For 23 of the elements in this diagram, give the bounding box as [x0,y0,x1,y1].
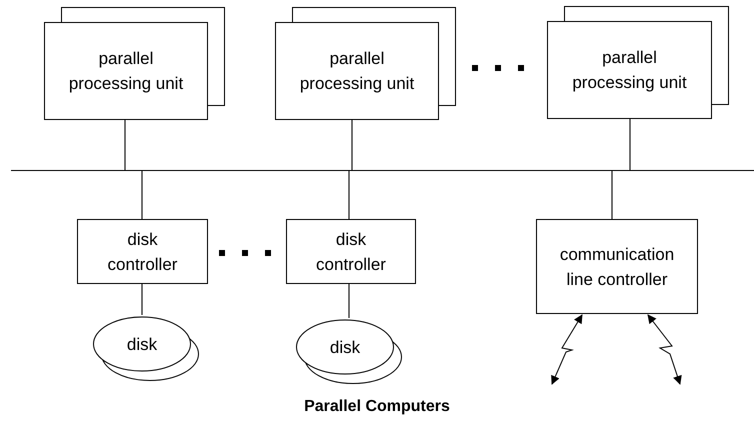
lightning-arrow [647,314,682,385]
node-label: disk controller [106,228,178,276]
connector-line [124,120,126,170]
caption: Parallel Computers [304,398,450,415]
controller-box [77,219,208,284]
node-label: disk [330,336,360,358]
stacked-unit-box [275,7,456,120]
stacked-unit-box [547,6,729,119]
disk-stack [296,318,402,384]
lightning-arrow [551,314,582,385]
connector-line [348,284,350,318]
node-label: communication line controller [558,244,676,290]
node-label: parallel processing unit [298,48,416,95]
disk-stack [93,315,199,381]
node-label: parallel processing unit [68,48,184,95]
node-label: parallel processing unit [571,47,688,94]
bus-line [11,170,754,171]
node-label: disk controller [315,228,387,276]
node-label: disk [126,334,158,356]
controller-box [286,219,416,284]
connector-line [348,170,350,220]
controller-box [536,219,698,314]
stacked-unit-box [44,7,225,120]
